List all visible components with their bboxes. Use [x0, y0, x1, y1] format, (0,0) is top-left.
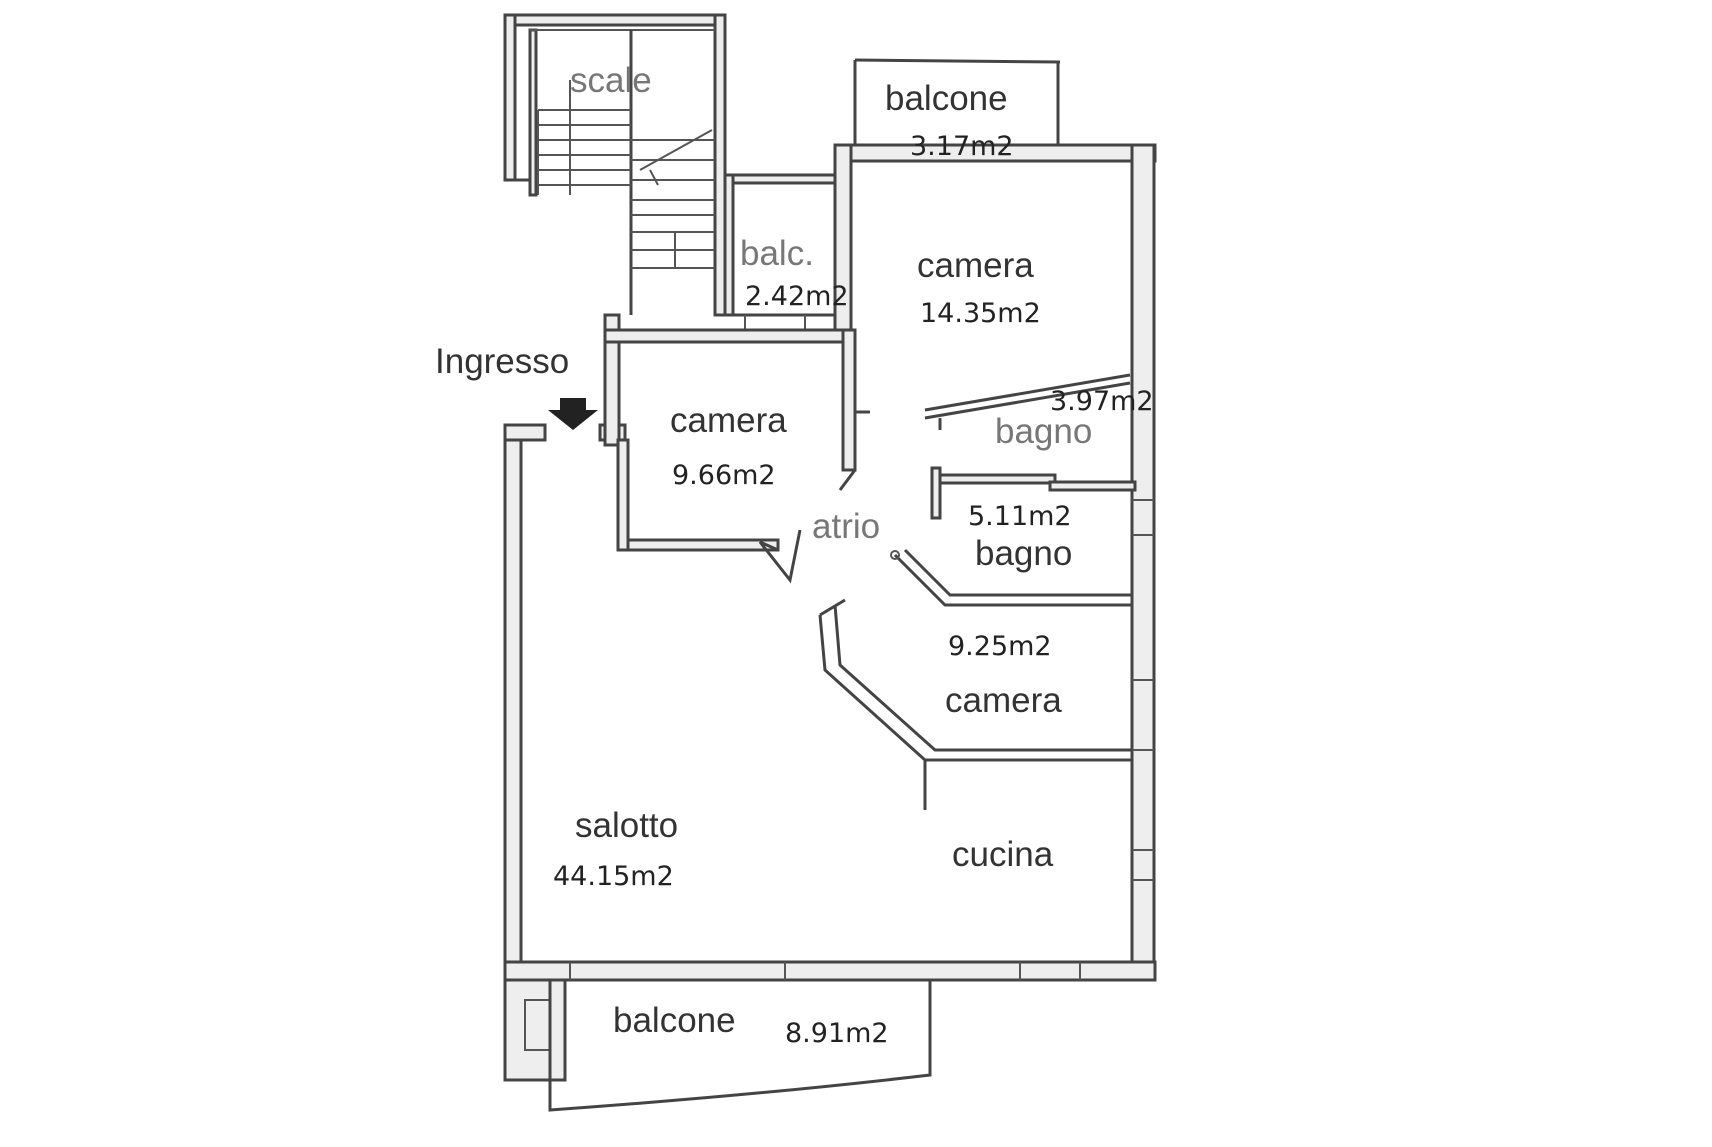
balcony-top-area: 3.17m2	[910, 131, 1014, 162]
bathroom-upper-area: 3.97m2	[1050, 386, 1154, 417]
bathroom-lower-area: 5.11m2	[968, 501, 1072, 532]
bathroom-lower-label: bagno	[975, 534, 1072, 573]
bedroom-small-area: 9.66m2	[672, 460, 776, 491]
outer-walls	[503, 143, 1157, 982]
bedroom-large-label: camera	[917, 246, 1034, 285]
bathroom-walls	[890, 373, 1137, 607]
stairs-block	[503, 13, 727, 317]
bathroom-upper-label: bagno	[995, 412, 1092, 451]
balcony-top-label: balcone	[885, 79, 1008, 118]
hallway-label: atrio	[812, 507, 880, 546]
bedroom-mid-label: camera	[945, 681, 1062, 720]
balcony-bottom-label: balcone	[613, 1001, 736, 1040]
entrance-label: Ingresso	[435, 342, 569, 381]
balcony-bottom-area: 8.91m2	[785, 1018, 889, 1049]
balcony-bottom-outline	[503, 978, 932, 1112]
bedroom-small-walls	[603, 313, 870, 584]
balcony-small-outline	[723, 173, 847, 330]
bedroom-mid-walls	[818, 598, 1132, 810]
bedroom-mid-area: 9.25m2	[948, 631, 1052, 662]
bedroom-small-label: camera	[670, 401, 787, 440]
bedroom-large-area: 14.35m2	[920, 298, 1041, 329]
arrow-down-icon	[548, 398, 598, 430]
living-room-label: salotto	[575, 806, 678, 845]
stairs-label: scale	[570, 61, 652, 100]
balcony-small-label: balc.	[740, 234, 814, 273]
kitchen-label: cucina	[952, 835, 1054, 874]
living-room-area: 44.15m2	[553, 861, 674, 892]
balcony-small-area: 2.42m2	[745, 281, 849, 312]
